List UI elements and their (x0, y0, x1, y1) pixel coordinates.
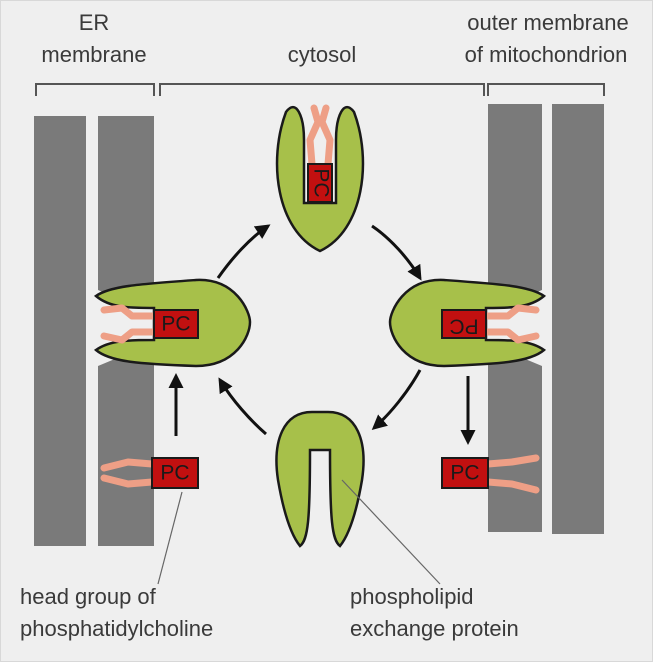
arrow-top-to-right (372, 226, 420, 278)
lipid-tail-top-right (322, 108, 330, 164)
pc-label-top: PC (309, 168, 332, 197)
leader-exchange-protein (342, 480, 440, 584)
exchange-protein-label-line1: phospholipid (350, 584, 474, 609)
exchange-protein-bottom-empty (276, 412, 363, 546)
exchange-protein-label-line2: exchange protein (350, 616, 519, 641)
pc-label-er: PC (160, 462, 189, 485)
lipid-tail-top-left (310, 108, 318, 164)
cytosol-bracket (160, 84, 484, 96)
er-membrane-label-line2: membrane (41, 42, 146, 67)
er-membrane-label-line1: ER (79, 10, 110, 35)
er-membrane-outer-leaflet (34, 116, 86, 546)
cytosol-label: cytosol (288, 42, 356, 67)
er-membrane-bracket (36, 84, 154, 96)
pc-label-right: PC (449, 314, 478, 337)
arrow-right-to-bottom (374, 370, 420, 428)
mito-membrane-label-line2: of mitochondrion (465, 42, 628, 67)
head-group-label-line2: phosphatidylcholine (20, 616, 213, 641)
mito-membrane-label-line1: outer membrane (467, 10, 628, 35)
leader-head-group (158, 492, 182, 584)
pc-label-mito: PC (450, 462, 479, 485)
mito-membrane-bracket (488, 84, 604, 96)
arrow-left-to-top (218, 226, 268, 278)
mito-membrane-outer-leaflet (552, 104, 604, 534)
head-group-label-line1: head group of (20, 584, 157, 609)
pc-label-left: PC (161, 313, 190, 336)
arrow-bottom-to-left (220, 380, 266, 434)
